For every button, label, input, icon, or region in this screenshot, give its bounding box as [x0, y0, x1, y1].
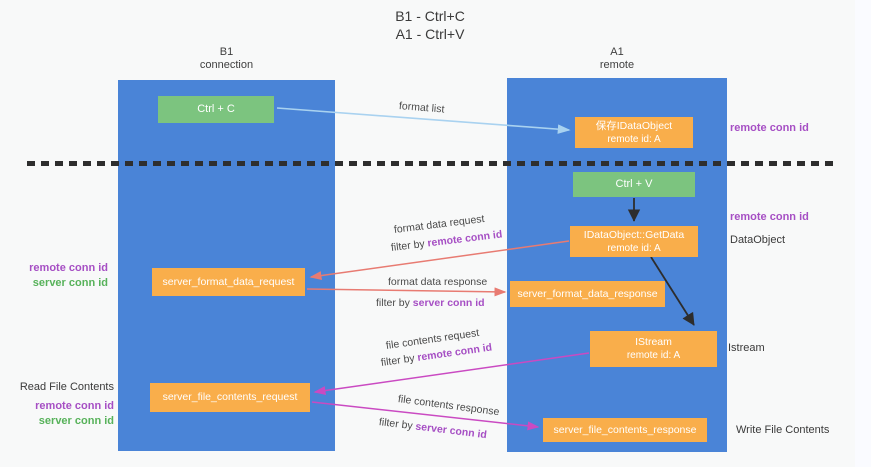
format-data-response-arrow: [306, 287, 507, 297]
filter-prefix: filter by: [378, 416, 417, 433]
server-format-data-request-node: server_format_data_request: [152, 268, 305, 296]
format-list-label: format list: [398, 100, 445, 116]
server-file-contents-request-label: server_file_contents_request: [162, 391, 298, 403]
title-line-1: B1 - Ctrl+C: [395, 8, 465, 24]
server-format-data-response-node: server_format_data_response: [510, 281, 665, 307]
server-file-contents-response-label: server_file_contents_response: [553, 423, 697, 436]
lifeline-a1-name: A1: [610, 46, 624, 58]
lifeline-header-a1: A1 remote: [507, 46, 727, 72]
lifeline-b1-role: connection: [199, 59, 254, 71]
diagram-title: B1 - Ctrl+C A1 - Ctrl+V: [330, 7, 530, 43]
server-conn-id-label-bottom-left: server conn id: [38, 415, 114, 427]
filter-prefix: filter by: [376, 297, 413, 309]
save-dataobject-node: 保存IDataObject remote id: A: [575, 117, 693, 148]
filter-by-server-conn-id-label-1: filter by server conn id: [376, 297, 485, 309]
format-data-response-label: format data response: [388, 276, 488, 288]
server-format-data-request-label: server_format_data_request: [162, 275, 295, 288]
remote-conn-id-label-mid-right: remote conn id: [730, 211, 809, 223]
left-conn-id-stack-bottom: Read File Contents remote conn id server…: [18, 380, 114, 429]
ctrl-c-label: Ctrl + C: [197, 103, 235, 115]
dataobject-label: DataObject: [730, 234, 786, 246]
file-contents-response-label: file contents response: [397, 393, 501, 419]
lifeline-a1-role: remote: [599, 59, 635, 71]
left-conn-id-stack-mid: remote conn id server conn id: [18, 261, 108, 291]
window-edge: [855, 0, 871, 467]
remote-conn-id-label-top-right: remote conn id: [730, 122, 809, 134]
filter-prefix: filter by: [380, 351, 419, 369]
server-file-contents-request-node: server_file_contents_request: [150, 383, 310, 412]
istream-line1: IStream: [635, 336, 672, 348]
remote-conn-id-label-bottom-left: remote conn id: [35, 400, 114, 412]
remote-conn-id-highlight: remote conn id: [426, 228, 503, 250]
lifeline-header-b1: B1 connection: [118, 46, 335, 72]
getdata-line2: remote id: A: [607, 242, 661, 254]
read-file-contents-label: Read File Contents: [19, 381, 114, 393]
istream-node: IStream remote id: A: [590, 331, 717, 367]
ctrl-v-node: Ctrl + V: [573, 172, 695, 197]
istream-line2: remote id: A: [626, 350, 681, 361]
server-format-data-response-label: server_format_data_response: [517, 287, 658, 300]
filter-prefix: filter by: [390, 237, 429, 254]
ctrl-v-label: Ctrl + V: [615, 178, 653, 190]
server-conn-id-label-mid-left: server conn id: [32, 277, 108, 289]
getdata-line1: IDataObject::GetData: [583, 228, 685, 241]
save-dataobject-line2: remote id: A: [607, 133, 661, 145]
remote-conn-id-label-mid-left: remote conn id: [29, 262, 108, 274]
separator-dashed-line: [27, 161, 833, 166]
title-line-2: A1 - Ctrl+V: [395, 26, 465, 42]
save-dataobject-line1: 保存IDataObject: [595, 119, 673, 132]
server-file-contents-response-node: server_file_contents_response: [543, 418, 707, 442]
server-conn-id-highlight: server conn id: [412, 297, 485, 309]
istream-side-label: Istream: [728, 342, 765, 354]
server-conn-id-highlight: server conn id: [414, 420, 488, 442]
getdata-node: IDataObject::GetData remote id: A: [570, 226, 698, 257]
ctrl-c-node: Ctrl + C: [158, 96, 274, 123]
filter-by-server-conn-id-label-2: filter by server conn id: [378, 416, 487, 441]
lifeline-b1-name: B1: [219, 46, 234, 58]
write-file-contents-label: Write File Contents: [736, 424, 830, 436]
